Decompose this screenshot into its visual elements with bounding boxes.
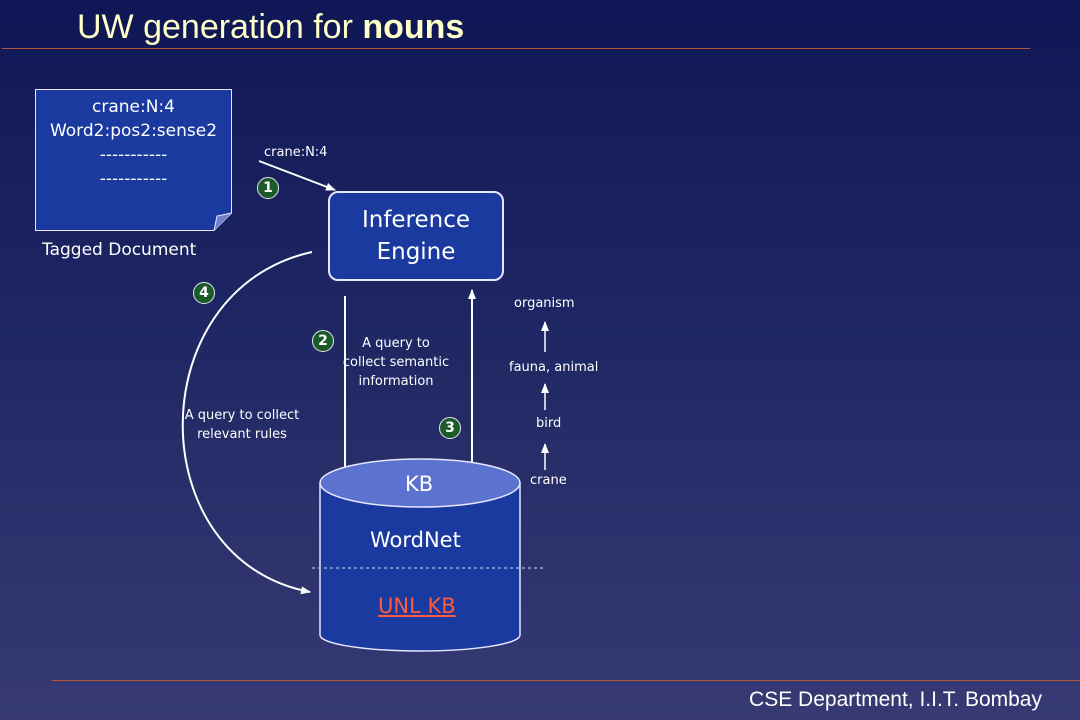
page-title: UW generation for nouns	[77, 8, 464, 47]
hierarchy-bird: bird	[536, 416, 562, 431]
query-semantic-line-2: collect semantic	[342, 355, 450, 370]
title-bold: nouns	[362, 8, 465, 46]
inference-engine: Inference Engine	[328, 191, 504, 281]
doc-line-3: -----------	[99, 145, 168, 165]
doc-line-2: Word2:pos2:sense2	[49, 121, 218, 141]
query-semantic-line-1: A query to	[362, 336, 430, 351]
engine-line-2: Engine	[376, 239, 456, 265]
crane-arrow-label: crane:N:4	[264, 145, 328, 160]
tagged-document-caption: Tagged Document	[42, 240, 197, 260]
hierarchy-organism: organism	[514, 296, 575, 311]
hierarchy-fauna-animal: fauna, animal	[509, 360, 599, 375]
query-rules-label: A query to collect relevant rules	[172, 406, 312, 444]
unl-kb-link[interactable]: UNL KB	[378, 594, 456, 618]
footer-text: CSE Department, I.I.T. Bombay	[749, 688, 1042, 711]
step-badge-2: 2	[312, 330, 334, 352]
query-semantic-line-3: information	[358, 374, 434, 389]
step-badge-3: 3	[439, 417, 461, 439]
tagged-document: crane:N:4 Word2:pos2:sense2 ----------- …	[35, 89, 232, 231]
doc-line-1: crane:N:4	[92, 97, 175, 117]
kb-label: KB	[405, 472, 434, 496]
query-semantic-label: A query to collect semantic information	[336, 334, 456, 391]
wordnet-label: WordNet	[370, 528, 461, 552]
title-normal: UW generation for	[77, 8, 363, 46]
document-shape	[35, 89, 232, 231]
footer-rule	[52, 680, 1080, 681]
doc-line-4: -----------	[99, 169, 168, 189]
query-rules-line-1: A query to collect	[184, 408, 300, 423]
step-badge-1: 1	[257, 177, 279, 199]
step-badge-4: 4	[193, 282, 215, 304]
query-rules-line-2: relevant rules	[197, 427, 287, 442]
engine-line-1: Inference	[361, 207, 471, 233]
hierarchy-crane: crane	[530, 473, 567, 488]
title-rule	[2, 48, 1030, 49]
